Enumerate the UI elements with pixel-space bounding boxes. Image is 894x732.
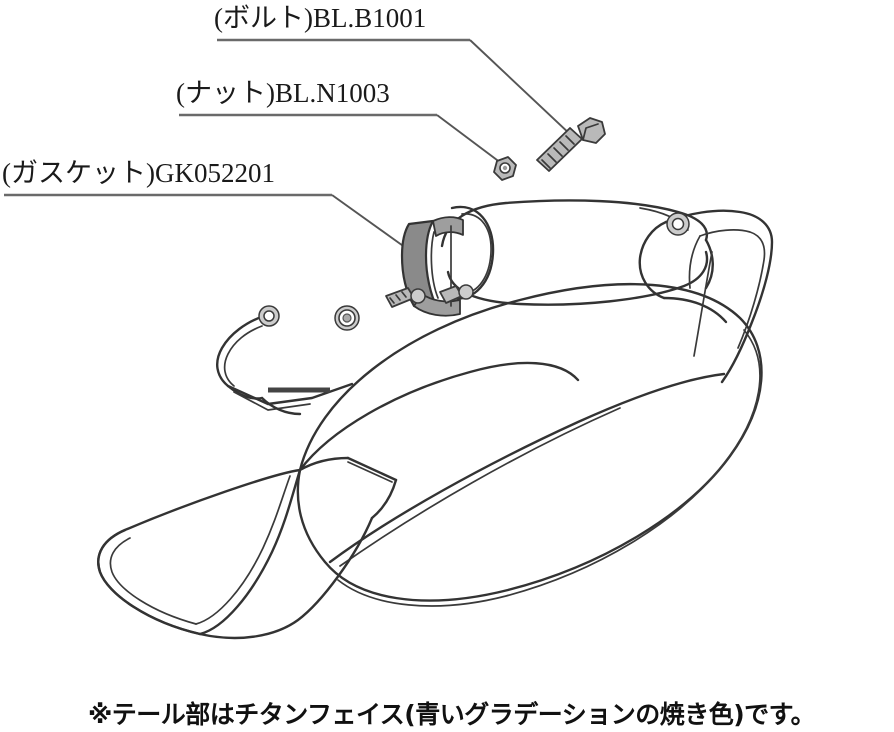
leader-line-nut (436, 114, 502, 164)
gasket-flange (400, 216, 464, 317)
tail-pipe-tip (97, 456, 398, 640)
hex-bolt (536, 117, 606, 172)
hex-nut (493, 156, 517, 181)
leader-line-bolt (469, 39, 573, 137)
muffler-body (296, 283, 763, 607)
hanger-bracket-left (216, 305, 354, 416)
leader-line-gasket (331, 194, 407, 249)
label-gasket: (ガスケット)GK052201 (2, 158, 275, 188)
diagram-caption: ※テール部はチタンフェイス(青いグラデーションの焼き色)です。 (88, 700, 816, 729)
hanger-bracket-right (638, 209, 774, 384)
washer (334, 305, 360, 331)
flange-fastener-cluster (385, 284, 474, 308)
label-bolt: (ボルト)BL.B1001 (214, 3, 427, 33)
label-nut: (ナット)BL.N1003 (176, 78, 390, 108)
